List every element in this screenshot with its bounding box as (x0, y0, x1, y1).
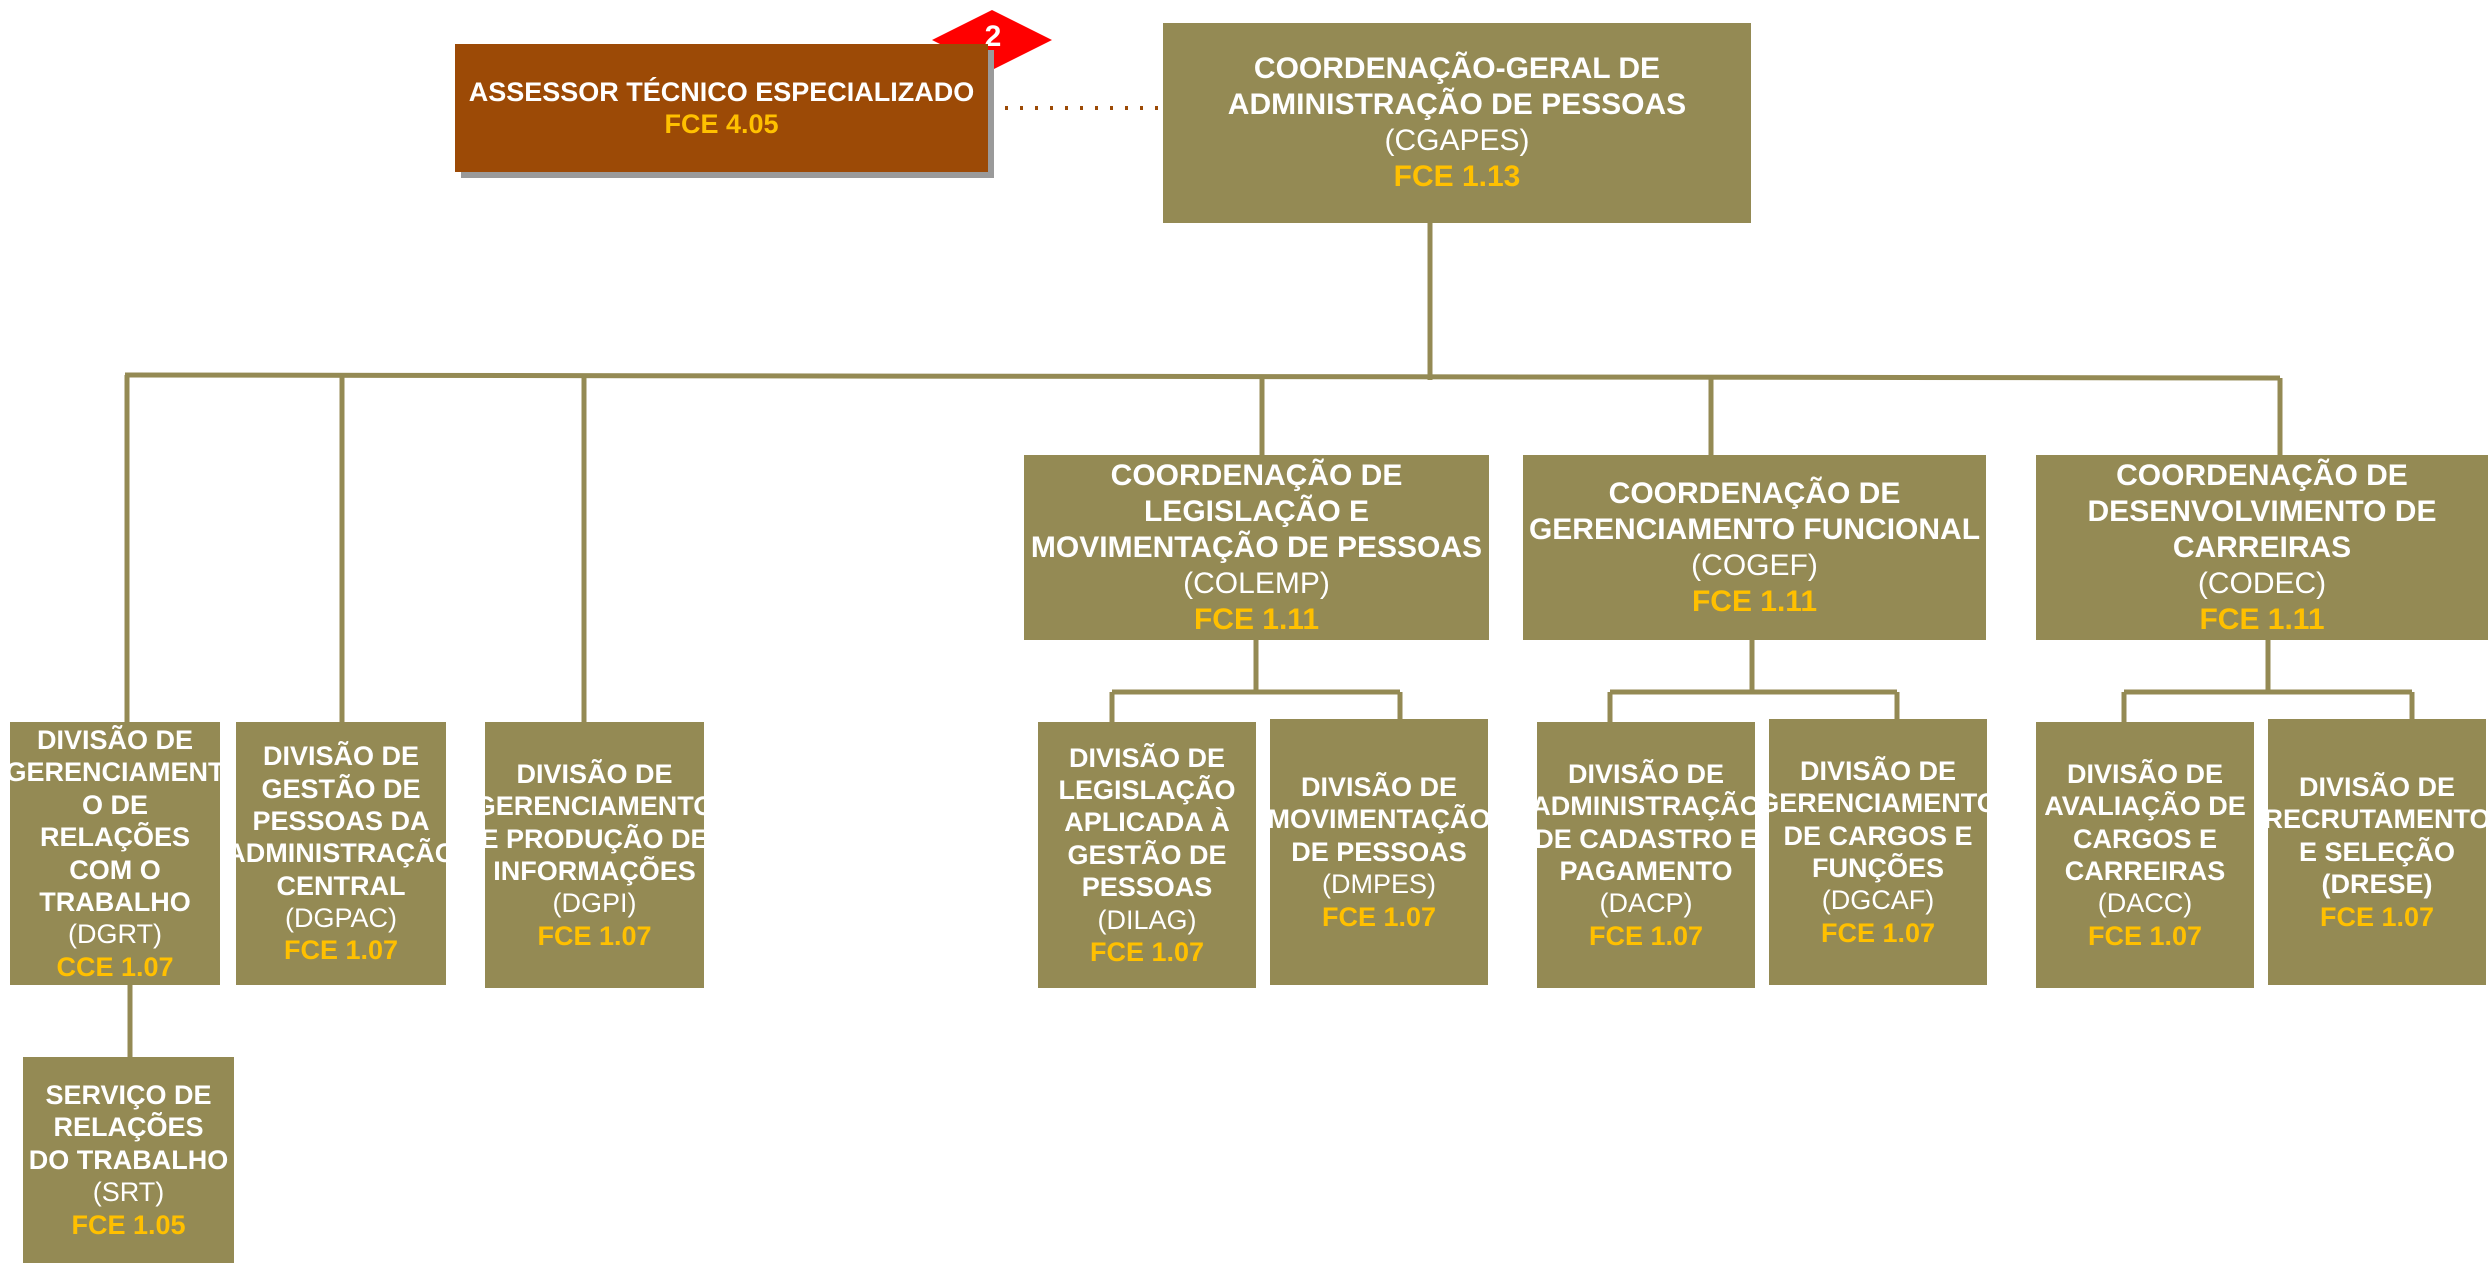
division-box-dgpac: DIVISÃO DE GESTÃO DE PESSOAS DA ADMINIST… (226, 722, 456, 985)
badge-number: 2 (984, 20, 1002, 53)
coordination-abbr: (COGEF) (1691, 548, 1818, 582)
root-code: FCE 1.13 (1393, 160, 1521, 193)
division-abbr: (DACP) (1599, 888, 1693, 919)
coordination-code: FCE 1.11 (1193, 602, 1320, 636)
division-code: FCE 1.07 (1588, 920, 1704, 951)
division-name: DIVISÃO DE GESTÃO DE PESSOAS DA ADMINIST… (226, 741, 456, 901)
division-box-dilag: DIVISÃO DE LEGISLAÇÃO APLICADA À GESTÃO … (1038, 722, 1256, 988)
assessor-box: ASSESSOR TÉCNICO ESPECIALIZADO FCE 4.05 (455, 44, 988, 172)
coordination-box-codec: COORDENAÇÃO DE DESENVOLVIMENTO DE CARREI… (2036, 455, 2488, 640)
division-abbr: (DMPES) (1322, 869, 1436, 900)
division-name: DIVISÃO DE AVALIAÇÃO DE CARGOS E CARREIR… (2044, 758, 2246, 886)
division-box-drese: DIVISÃO DE RECRUTAMENTO E SELEÇÃO (DRESE… (2264, 719, 2488, 985)
division-abbr: (DGRT) (68, 919, 162, 950)
division-abbr: (DACC) (2097, 888, 2193, 919)
division-box-dgpi: DIVISÃO DE GERENCIAMENTO E PRODUÇÃO DE I… (475, 722, 714, 988)
division-code: FCE 1.07 (283, 935, 399, 966)
division-box-dmpes: DIVISÃO DE MOVIMENTAÇÃO DE PESSOAS (DMPE… (1267, 719, 1491, 985)
division-code: FCE 1.07 (537, 920, 652, 951)
coordination-abbr: (COLEMP) (1183, 566, 1330, 600)
division-name: DIVISÃO DE MOVIMENTAÇÃO DE PESSOAS (1267, 772, 1491, 867)
division-code: FCE 1.07 (1089, 936, 1205, 967)
service-box-srt: SERVIÇO DE RELAÇÕES DO TRABALHO (SRT) FC… (23, 1057, 234, 1263)
root-box: COORDENAÇÃO-GERAL DE ADMINISTRAÇÃO DE PE… (1163, 23, 1751, 223)
division-abbr: (DILAG) (1097, 904, 1197, 935)
root-name: COORDENAÇÃO-GERAL DE ADMINISTRAÇÃO DE PE… (1227, 52, 1687, 121)
coordination-box-cogef: COORDENAÇÃO DE GERENCIAMENTO FUNCIONAL (… (1523, 455, 1986, 640)
division-code: CCE 1.07 (56, 951, 174, 982)
division-name: DIVISÃO DE GERENCIAMENT O DE RELAÇÕES CO… (5, 724, 225, 917)
division-box-dacc: DIVISÃO DE AVALIAÇÃO DE CARGOS E CARREIR… (2036, 722, 2254, 988)
division-abbr: (DGCAF) (1821, 885, 1935, 916)
division-name: DIVISÃO DE RECRUTAMENTO E SELEÇÃO (DRESE… (2263, 772, 2488, 900)
coordination-name: COORDENAÇÃO DE LEGISLAÇÃO E MOVIMENTAÇÃO… (1030, 458, 1483, 564)
division-code: FCE 1.07 (2087, 920, 2203, 951)
division-name: DIVISÃO DE GERENCIAMENTO E PRODUÇÃO DE I… (474, 758, 715, 886)
division-name: DIVISÃO DE LEGISLAÇÃO APLICADA À GESTÃO … (1058, 742, 1236, 903)
division-code: FCE 1.07 (2319, 901, 2435, 932)
service-name: SERVIÇO DE RELAÇÕES DO TRABALHO (28, 1080, 229, 1175)
division-abbr: (DGPI) (552, 888, 637, 919)
division-code: FCE 1.07 (1321, 901, 1437, 932)
coordination-name: COORDENAÇÃO DE DESENVOLVIMENTO DE CARREI… (2087, 458, 2437, 564)
coordination-abbr: (CODEC) (2197, 566, 2327, 600)
division-box-dacp: DIVISÃO DE ADMINISTRAÇÃO DE CADASTRO E P… (1531, 722, 1761, 988)
division-name: DIVISÃO DE ADMINISTRAÇÃO DE CADASTRO E P… (1531, 758, 1761, 886)
division-name: DIVISÃO DE GERENCIAMENTO DE CARGOS E FUN… (1758, 755, 1998, 883)
coordination-name: COORDENAÇÃO DE GERENCIAMENTO FUNCIONAL (1528, 476, 1981, 546)
service-code: FCE 1.05 (71, 1209, 186, 1240)
coordination-box-colemp: COORDENAÇÃO DE LEGISLAÇÃO E MOVIMENTAÇÃO… (1024, 455, 1489, 640)
coordination-code: FCE 1.11 (1691, 584, 1818, 618)
assessor-code: FCE 4.05 (664, 109, 779, 139)
division-box-dgcaf: DIVISÃO DE GERENCIAMENTO DE CARGOS E FUN… (1758, 719, 1998, 985)
assessor-name: ASSESSOR TÉCNICO ESPECIALIZADO (468, 76, 975, 107)
division-code: FCE 1.07 (1820, 917, 1936, 948)
root-abbr: (CGAPES) (1384, 124, 1530, 157)
service-abbr: (SRT) (92, 1177, 165, 1208)
division-box-dgrt: DIVISÃO DE GERENCIAMENT O DE RELAÇÕES CO… (6, 722, 225, 985)
division-abbr: (DGPAC) (285, 903, 397, 934)
coordination-code: FCE 1.11 (2199, 602, 2325, 636)
